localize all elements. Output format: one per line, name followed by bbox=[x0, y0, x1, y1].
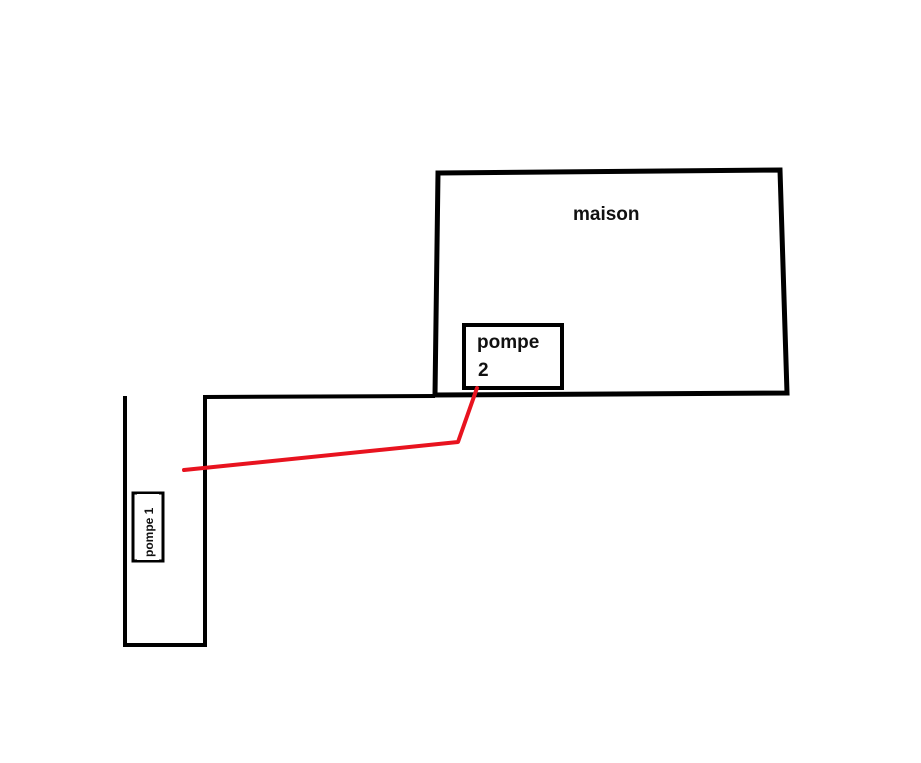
well-outline bbox=[123, 394, 436, 647]
pump2-label-line2: 2 bbox=[478, 360, 489, 381]
pump1-box-inner bbox=[137, 494, 159, 560]
pump2-label-line1: pompe bbox=[477, 332, 539, 353]
pipe-line bbox=[182, 386, 479, 472]
house-outline bbox=[432, 167, 790, 398]
house-label: maison bbox=[573, 204, 640, 225]
pump1-label: pompe 1 bbox=[142, 507, 156, 557]
pump2-box bbox=[462, 323, 564, 390]
